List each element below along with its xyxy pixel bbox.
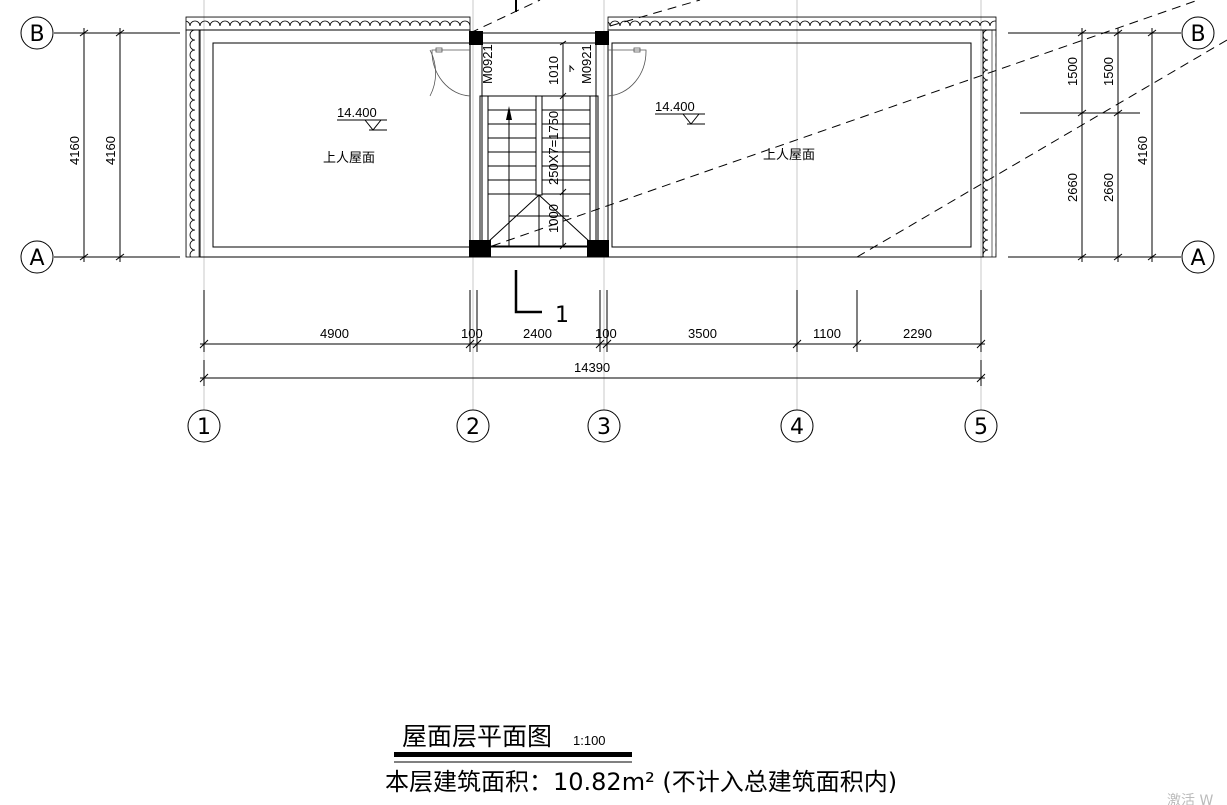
dimension-tick: [976, 373, 986, 383]
dimension-tick: [976, 339, 986, 349]
dimension-tick: [852, 339, 862, 349]
svg-text:2400: 2400: [523, 326, 552, 341]
dimension-tick: [595, 339, 605, 349]
svg-text:1500: 1500: [1101, 57, 1116, 86]
svg-text:4160: 4160: [1135, 136, 1150, 165]
svg-text:1: 1: [555, 303, 569, 328]
svg-text:4160: 4160: [67, 136, 82, 165]
dimension-tick: [465, 339, 475, 349]
svg-text:4900: 4900: [320, 326, 349, 341]
drawing-title: 屋面层平面图 1:100 本层建筑面积：10.82m² (不计入总建筑面积内) …: [385, 722, 1213, 805]
svg-text:B: B: [1190, 22, 1205, 47]
section-mark: 1: [514, 0, 569, 328]
svg-text:1500: 1500: [1065, 57, 1080, 86]
dimension-tick: [199, 373, 209, 383]
svg-text:2660: 2660: [1065, 173, 1080, 202]
stair-up-arrow-icon: [506, 106, 512, 120]
dashed-lines: [469, 0, 1227, 258]
stair-landing-bottom-dim: 1000: [546, 204, 561, 233]
svg-text:14.400: 14.400: [655, 99, 695, 114]
svg-text:3: 3: [597, 415, 611, 440]
svg-text:B: B: [29, 22, 44, 47]
svg-text:1100: 1100: [813, 326, 841, 341]
svg-text:屋面层平面图: 屋面层平面图: [402, 722, 552, 751]
left-dimensions: 4160 4160: [67, 28, 125, 262]
svg-text:3500: 3500: [688, 326, 717, 341]
right-dimensions: 1500 1500 2660 2660 4160: [1020, 28, 1157, 262]
dimension-tick: [792, 339, 802, 349]
stair-core: 1010 250X7=1750 1000 M0921 M0921: [429, 31, 647, 258]
svg-text:2290: 2290: [903, 326, 932, 341]
door-label-right: M0921: [579, 44, 594, 84]
svg-text:14.400: 14.400: [337, 105, 377, 120]
svg-text:A: A: [1190, 246, 1205, 271]
door-label-left: M0921: [480, 44, 495, 84]
dimension-tick: [199, 339, 209, 349]
svg-text:5: 5: [974, 415, 988, 440]
svg-text:100: 100: [595, 326, 617, 341]
svg-text:100: 100: [461, 326, 483, 341]
dimension-tick: [472, 339, 482, 349]
bottom-dimensions: 4900 100 2400 100 3500 1100 2290 14390: [199, 290, 986, 386]
dimension-tick: [602, 339, 612, 349]
stair-flight-dim: 250X7=1750: [546, 111, 561, 185]
right-roof: 14.400 上人屋面: [655, 99, 815, 162]
svg-text:1:100: 1:100: [573, 733, 606, 748]
svg-text:上人屋面: 上人屋面: [323, 150, 375, 165]
svg-text:4: 4: [790, 415, 804, 440]
floor-area-note: 本层建筑面积：10.82m² (不计入总建筑面积内): [385, 768, 897, 796]
svg-text:2: 2: [466, 415, 480, 440]
svg-text:2660: 2660: [1101, 173, 1116, 202]
axis-bubbles: 1 2 3 4 5 B A B A: [20, 16, 1215, 443]
svg-text:1: 1: [197, 415, 211, 440]
svg-text:A: A: [29, 246, 44, 271]
svg-text:4160: 4160: [103, 136, 118, 165]
grid-lines: [54, 0, 1181, 410]
watermark: 激活 W: [1167, 792, 1213, 805]
stair-landing-top-dim: 1010: [546, 56, 561, 85]
svg-text:上人屋面: 上人屋面: [763, 147, 815, 162]
left-roof: 14.400 上人屋面: [323, 105, 387, 165]
total-dimension: 14390: [574, 360, 610, 375]
